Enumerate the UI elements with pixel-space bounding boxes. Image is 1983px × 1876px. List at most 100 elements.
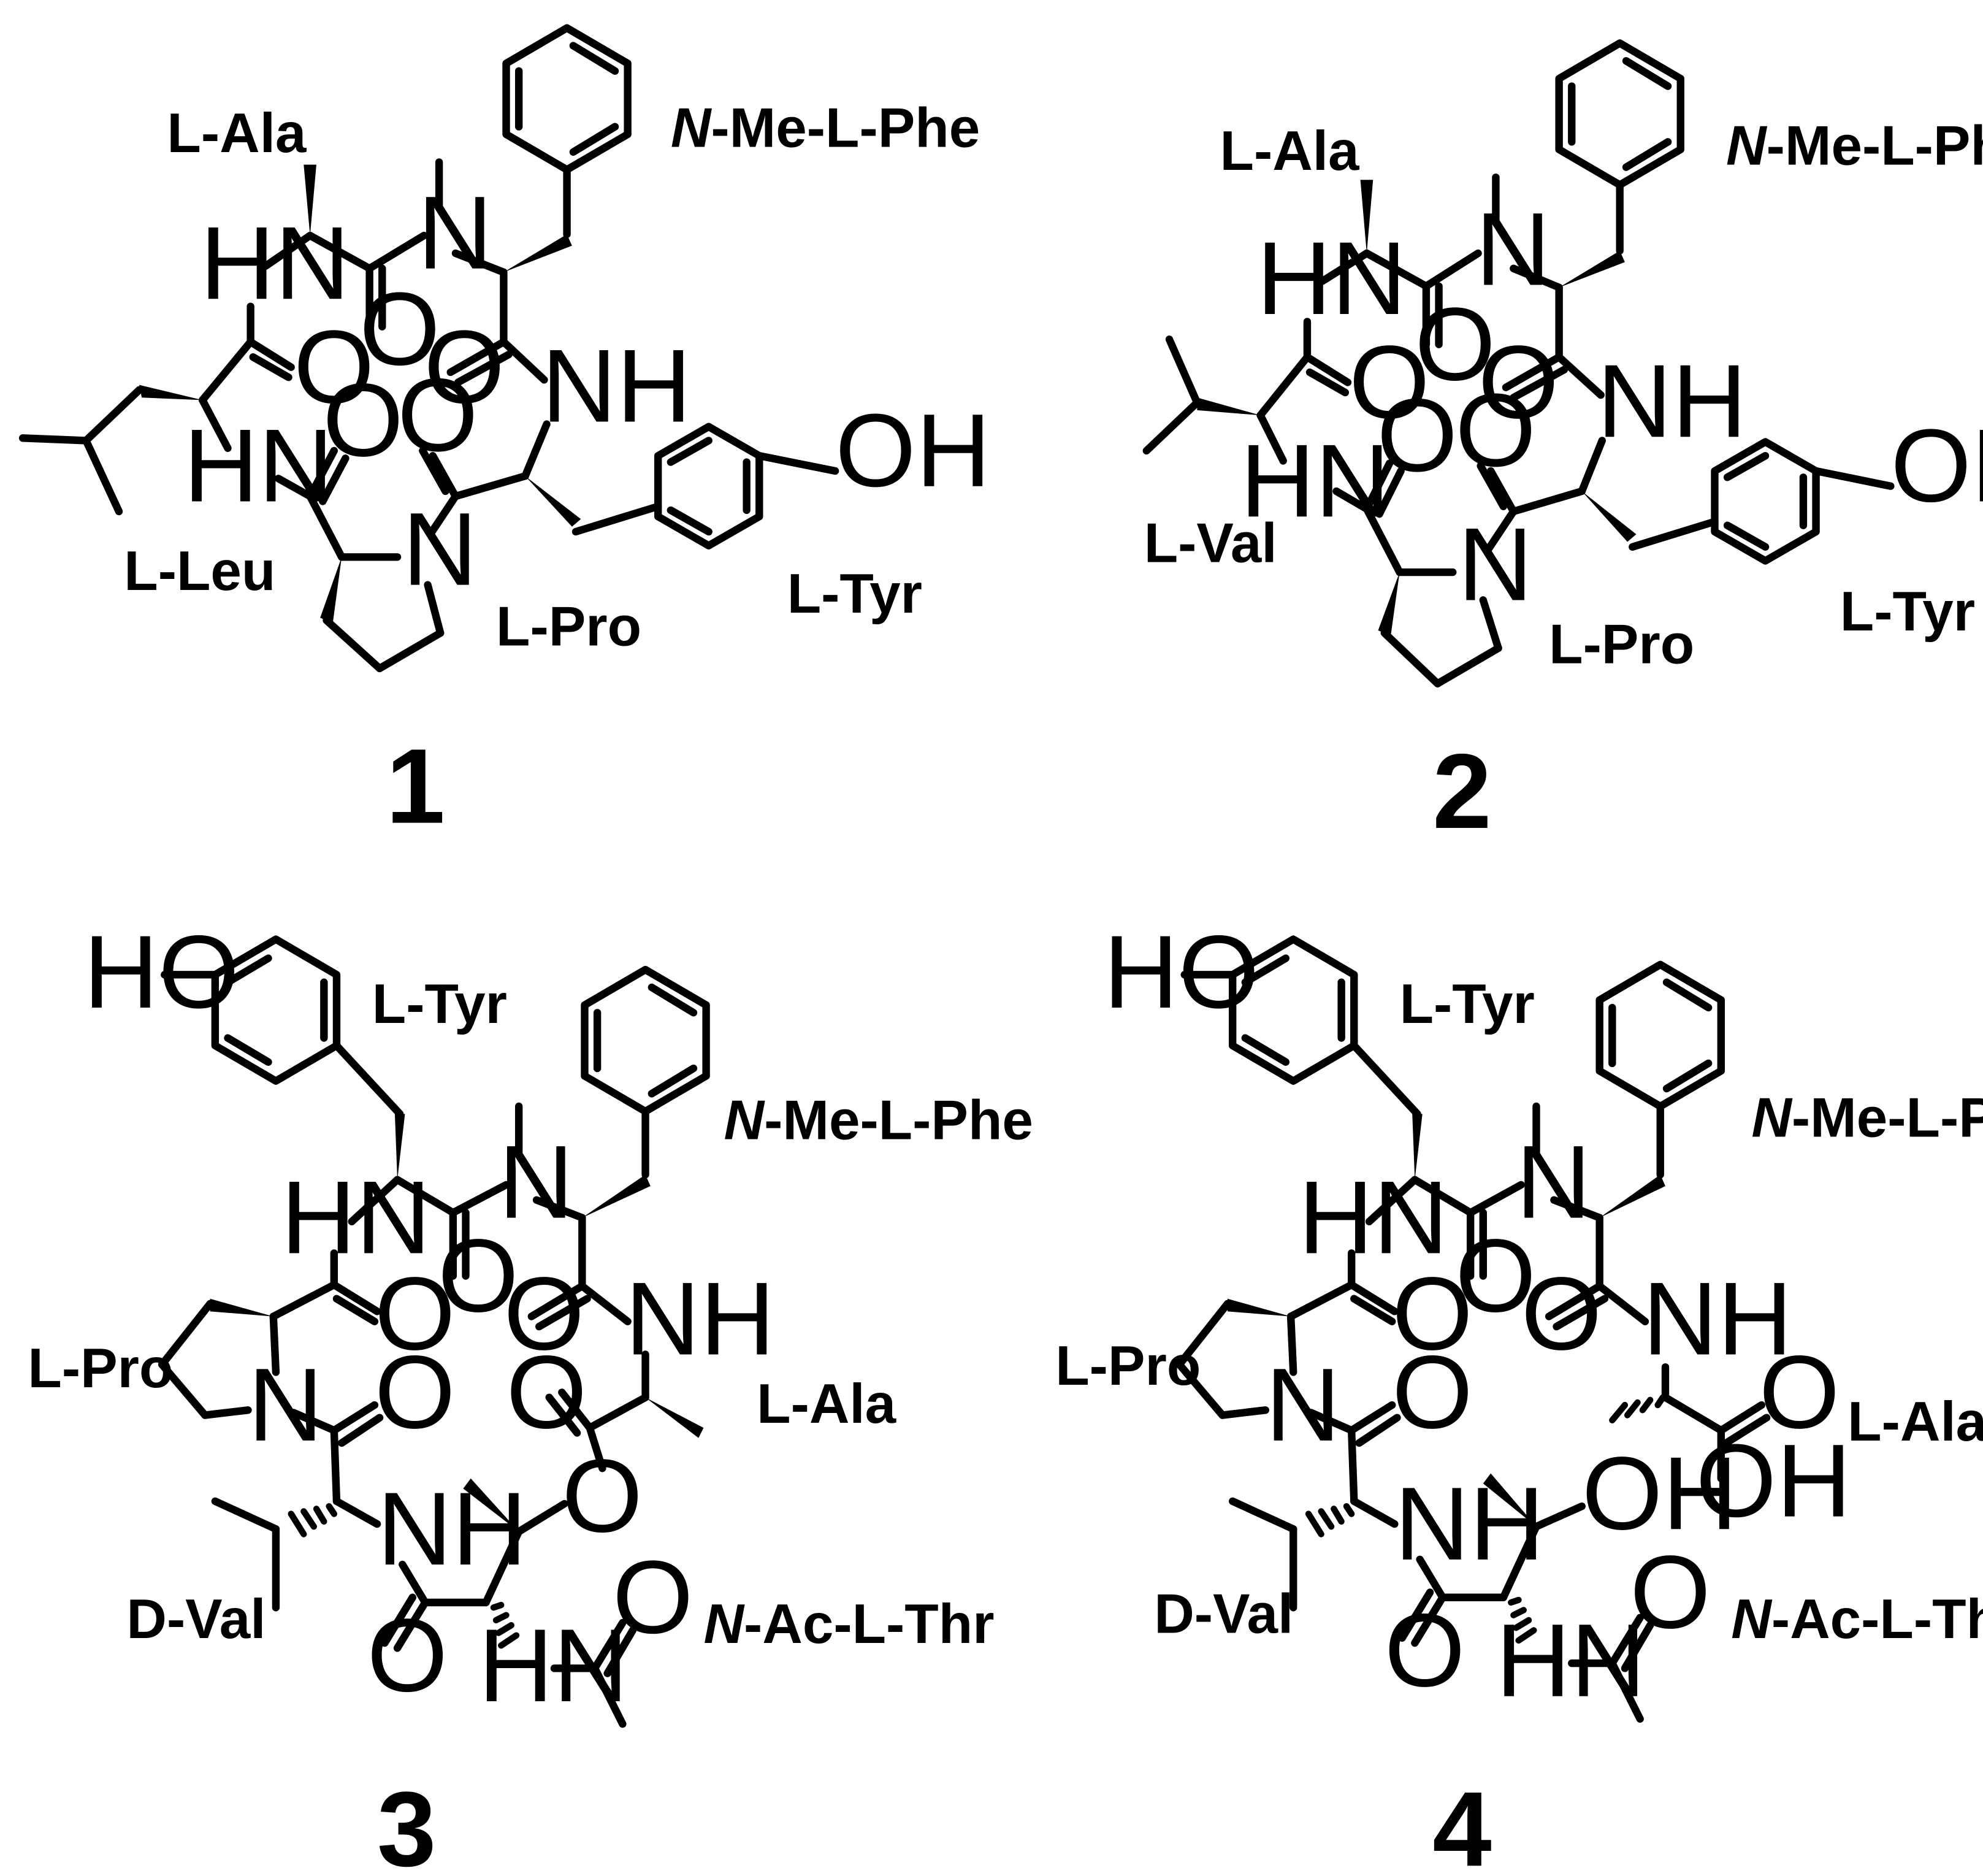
compound-4-o-thr: O [1385, 1592, 1465, 1708]
compound-2-wedge-pro [1378, 572, 1400, 636]
compound-1-bonds [18, 24, 839, 673]
compound-3-hn-tyr: HN [281, 1159, 430, 1275]
compound-3-nh-thr: NH [377, 1471, 527, 1587]
compound-1-hn-leu: HN [183, 407, 333, 523]
compound-3-o-ala: O [506, 1334, 587, 1450]
compound-1-structure: HN N O O O NH HN O O N OH L-Ala N-Me-L-P… [18, 24, 991, 846]
compound-3-hash-val [288, 1503, 338, 1537]
compound-1-hn-ala: HN [200, 205, 350, 321]
compound-2-oh-tyr: OH [1890, 407, 1983, 523]
compound-4-wedge-pro [1227, 1298, 1291, 1317]
compound-4-o-acid: O [1759, 1334, 1840, 1450]
compound-4-label-pro: L-Pro [1055, 1335, 1201, 1397]
compound-1-label-pro: L-Pro [496, 596, 641, 658]
compound-2-label-mephe: N-Me-L-Phe [1726, 115, 1983, 177]
compound-2-nh-tyr: NH [1597, 343, 1747, 459]
compound-3-o-phe: O [503, 1255, 584, 1371]
compound-3-hn-ac: HN [478, 1607, 628, 1723]
compound-4-oh-acid: OH [1696, 1423, 1852, 1539]
compound-3-label-acthr: N-Ac-L-Thr [703, 1593, 994, 1655]
compound-2-n-pro: N [1458, 506, 1533, 622]
compound-3-o-pro: O [375, 1255, 456, 1371]
compound-2-label-val: L-Val [1144, 513, 1277, 575]
compound-4-hash-val [1305, 1503, 1355, 1537]
compound-3-wedge-tyr [394, 1114, 405, 1180]
compound-4-nh-ala: NH [1643, 1260, 1792, 1376]
compound-4-n-mephe: N [1516, 1124, 1591, 1240]
compound-3-n-mephe: N [499, 1124, 573, 1240]
compound-4-hash-ala [1609, 1394, 1667, 1423]
compound-1-label-ala: L-Ala [167, 102, 307, 164]
compound-4-label-tyr: L-Tyr [1400, 973, 1535, 1035]
compound-1-o-pro-co: O [323, 362, 403, 478]
compound-2-wedge-val [1197, 397, 1261, 416]
compound-1-n-mephe: N [418, 175, 492, 291]
compound-3-ho-tyr: HO [83, 914, 239, 1030]
compound-4-hash-thr [1508, 1596, 1537, 1644]
compound-4-o-val: O [1392, 1334, 1473, 1450]
compound-1-wedge-leu [139, 385, 203, 400]
compound-4-o-tyr: O [1455, 1217, 1536, 1333]
compound-1-label-mephe: N-Me-L-Phe [671, 98, 980, 159]
compound-1-oh-tyr: OH [835, 392, 991, 508]
compound-1-label-tyr: L-Tyr [787, 563, 922, 625]
compound-3-o-ac: O [613, 1539, 693, 1655]
compound-4-hn-tyr: HN [1298, 1159, 1448, 1275]
compound-4-nh-thr: NH [1394, 1466, 1544, 1582]
compound-1-o-leu: O [294, 309, 375, 425]
compound-2-label-tyr: L-Tyr [1840, 581, 1975, 643]
compound-1-nh-tyr: NH [541, 327, 691, 443]
compound-3-n-pro: N [248, 1347, 323, 1463]
compound-3-wedge-phe [582, 1174, 651, 1218]
compound-4-ho-tyr: HO [1104, 914, 1259, 1030]
compound-2-o-val: O [1349, 324, 1430, 440]
compound-2-bonds [1142, 39, 1895, 687]
compound-4-wedge-tyr [1412, 1114, 1423, 1180]
compound-1-wedge-phe [503, 234, 572, 272]
compound-3-bonds [158, 935, 710, 1728]
compound-2-number: 2 [1432, 732, 1491, 851]
compound-2-n-mephe: N [1475, 191, 1550, 307]
compound-3-o-thr: O [367, 1597, 448, 1713]
compound-2-structure: HN N O O O NH HN O O N OH L-Ala N-Me-L-P… [1142, 39, 1983, 851]
compound-1-number: 1 [386, 727, 445, 846]
compound-3-number: 3 [377, 1769, 436, 1876]
compound-2-o-phe: O [1478, 324, 1559, 440]
compound-3-o-val: O [375, 1334, 456, 1450]
compound-1-o-tyr-co: O [397, 357, 478, 473]
compound-2-label-pro: L-Pro [1549, 614, 1694, 676]
compound-3-label-pro: L-Pro [28, 1338, 173, 1399]
compound-1-label-leu: L-Leu [124, 540, 275, 602]
compound-2-o-pro-co: O [1377, 377, 1458, 493]
compound-4-label-mephe: N-Me-L-Phe [1751, 1087, 1983, 1149]
compound-3-structure: HO HN N O O O NH N O O O NH O HN O L-Tyr… [28, 914, 1033, 1876]
compound-4-number: 4 [1432, 1769, 1491, 1876]
compound-1-o-phe: O [424, 309, 505, 425]
compound-3-o-ester: O [562, 1438, 643, 1553]
compound-1-o-ala: O [359, 271, 440, 387]
compound-3-hash-thr [490, 1601, 520, 1649]
compound-2-o-tyr-co: O [1455, 372, 1536, 488]
compound-1-wedge-pro [320, 557, 342, 623]
compound-3-wedge-pro [210, 1298, 273, 1317]
compound-4-label-acthr: N-Ac-L-Thr [1731, 1588, 1983, 1650]
compound-4-o-ac: O [1630, 1534, 1711, 1650]
compound-2-o-ala: O [1415, 286, 1496, 402]
compound-4-label-ala: L-Ala [1847, 1391, 1983, 1453]
compound-3-label-dval: D-Val [126, 1588, 266, 1650]
compound-2-wedge-phe [1559, 250, 1625, 288]
compound-3-o-tyr: O [438, 1217, 519, 1333]
compound-4-o-phe: O [1521, 1255, 1602, 1371]
compound-4-wedge-thr [1483, 1473, 1537, 1527]
compound-4-structure: HO HN N O O O NH N O O OH OH NH O HN O L… [1055, 914, 1983, 1876]
compound-1-wedge-ala [304, 164, 316, 236]
compound-4-oh-thr: OH [1582, 1435, 1738, 1551]
compound-4-hn-ac: HN [1496, 1602, 1645, 1718]
compound-4-n-pro: N [1266, 1347, 1340, 1463]
compound-3-label-tyr: L-Tyr [372, 973, 507, 1035]
compound-4-bonds [1175, 935, 1771, 1723]
compound-2-hn-val: HN [1240, 423, 1390, 538]
compound-3-label-ala: L-Ala [757, 1373, 896, 1435]
compound-3-nh-ala: NH [625, 1260, 775, 1376]
